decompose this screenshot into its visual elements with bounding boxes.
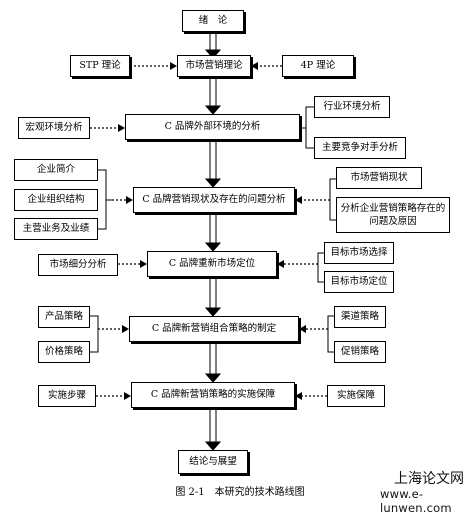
node-implementation-guarantee: 实施保障 xyxy=(327,385,385,407)
node-status-analysis: C 品牌营销现状及存在的问题分析 xyxy=(133,187,295,213)
node-repositioning: C 品牌重新市场定位 xyxy=(147,251,277,277)
node-marketing-status: 市场营销现状 xyxy=(336,167,422,189)
node-marketing-theory: 市场营销理论 xyxy=(177,55,251,77)
watermark-url: www.e-lunwen.com xyxy=(380,487,452,515)
node-main-business: 主营业务及业绩 xyxy=(14,218,98,240)
node-company-org: 企业组织结构 xyxy=(14,189,98,211)
node-price-strategy: 价格策略 xyxy=(38,341,90,363)
node-target-selection: 目标市场选择 xyxy=(324,242,394,264)
node-4p-theory: 4P 理论 xyxy=(282,55,354,77)
node-competitor-analysis: 主要竞争对手分析 xyxy=(314,137,406,159)
node-target-positioning: 目标市场定位 xyxy=(324,271,394,293)
node-macro-environment: 宏观环境分析 xyxy=(18,117,90,139)
side-dotted-arrows xyxy=(90,65,330,397)
node-external-environment: C 品牌外部环境的分析 xyxy=(125,114,300,140)
node-implementation-guarantee-main: C 品牌新营销策略的实施保障 xyxy=(131,382,295,408)
node-market-segmentation: 市场细分分析 xyxy=(38,254,118,276)
node-conclusion-outlook: 结论与展望 xyxy=(178,450,248,474)
node-implementation-steps: 实施步骤 xyxy=(38,385,96,407)
node-product-strategy: 产品策略 xyxy=(38,306,90,328)
node-marketing-mix: C 品牌新营销组合策略的制定 xyxy=(129,316,299,342)
watermark-title: 上海论文网 xyxy=(394,471,464,487)
node-industry-environment: 行业环境分析 xyxy=(314,96,390,118)
node-company-intro: 企业简介 xyxy=(14,159,98,181)
grouping-brackets xyxy=(90,106,336,353)
main-flow-arrows xyxy=(204,32,222,451)
figure-caption: 图 2-1 本研究的技术路线图 xyxy=(175,487,305,498)
node-channel-strategy: 渠道策略 xyxy=(334,306,386,328)
node-problem-analysis: 分析企业营销策略存在的问题及原因 xyxy=(336,197,450,233)
node-introduction: 绪 论 xyxy=(182,10,244,32)
node-stp-theory: STP 理论 xyxy=(70,55,130,77)
side-arrowheads xyxy=(118,62,306,400)
node-promotion-strategy: 促销策略 xyxy=(334,341,386,363)
